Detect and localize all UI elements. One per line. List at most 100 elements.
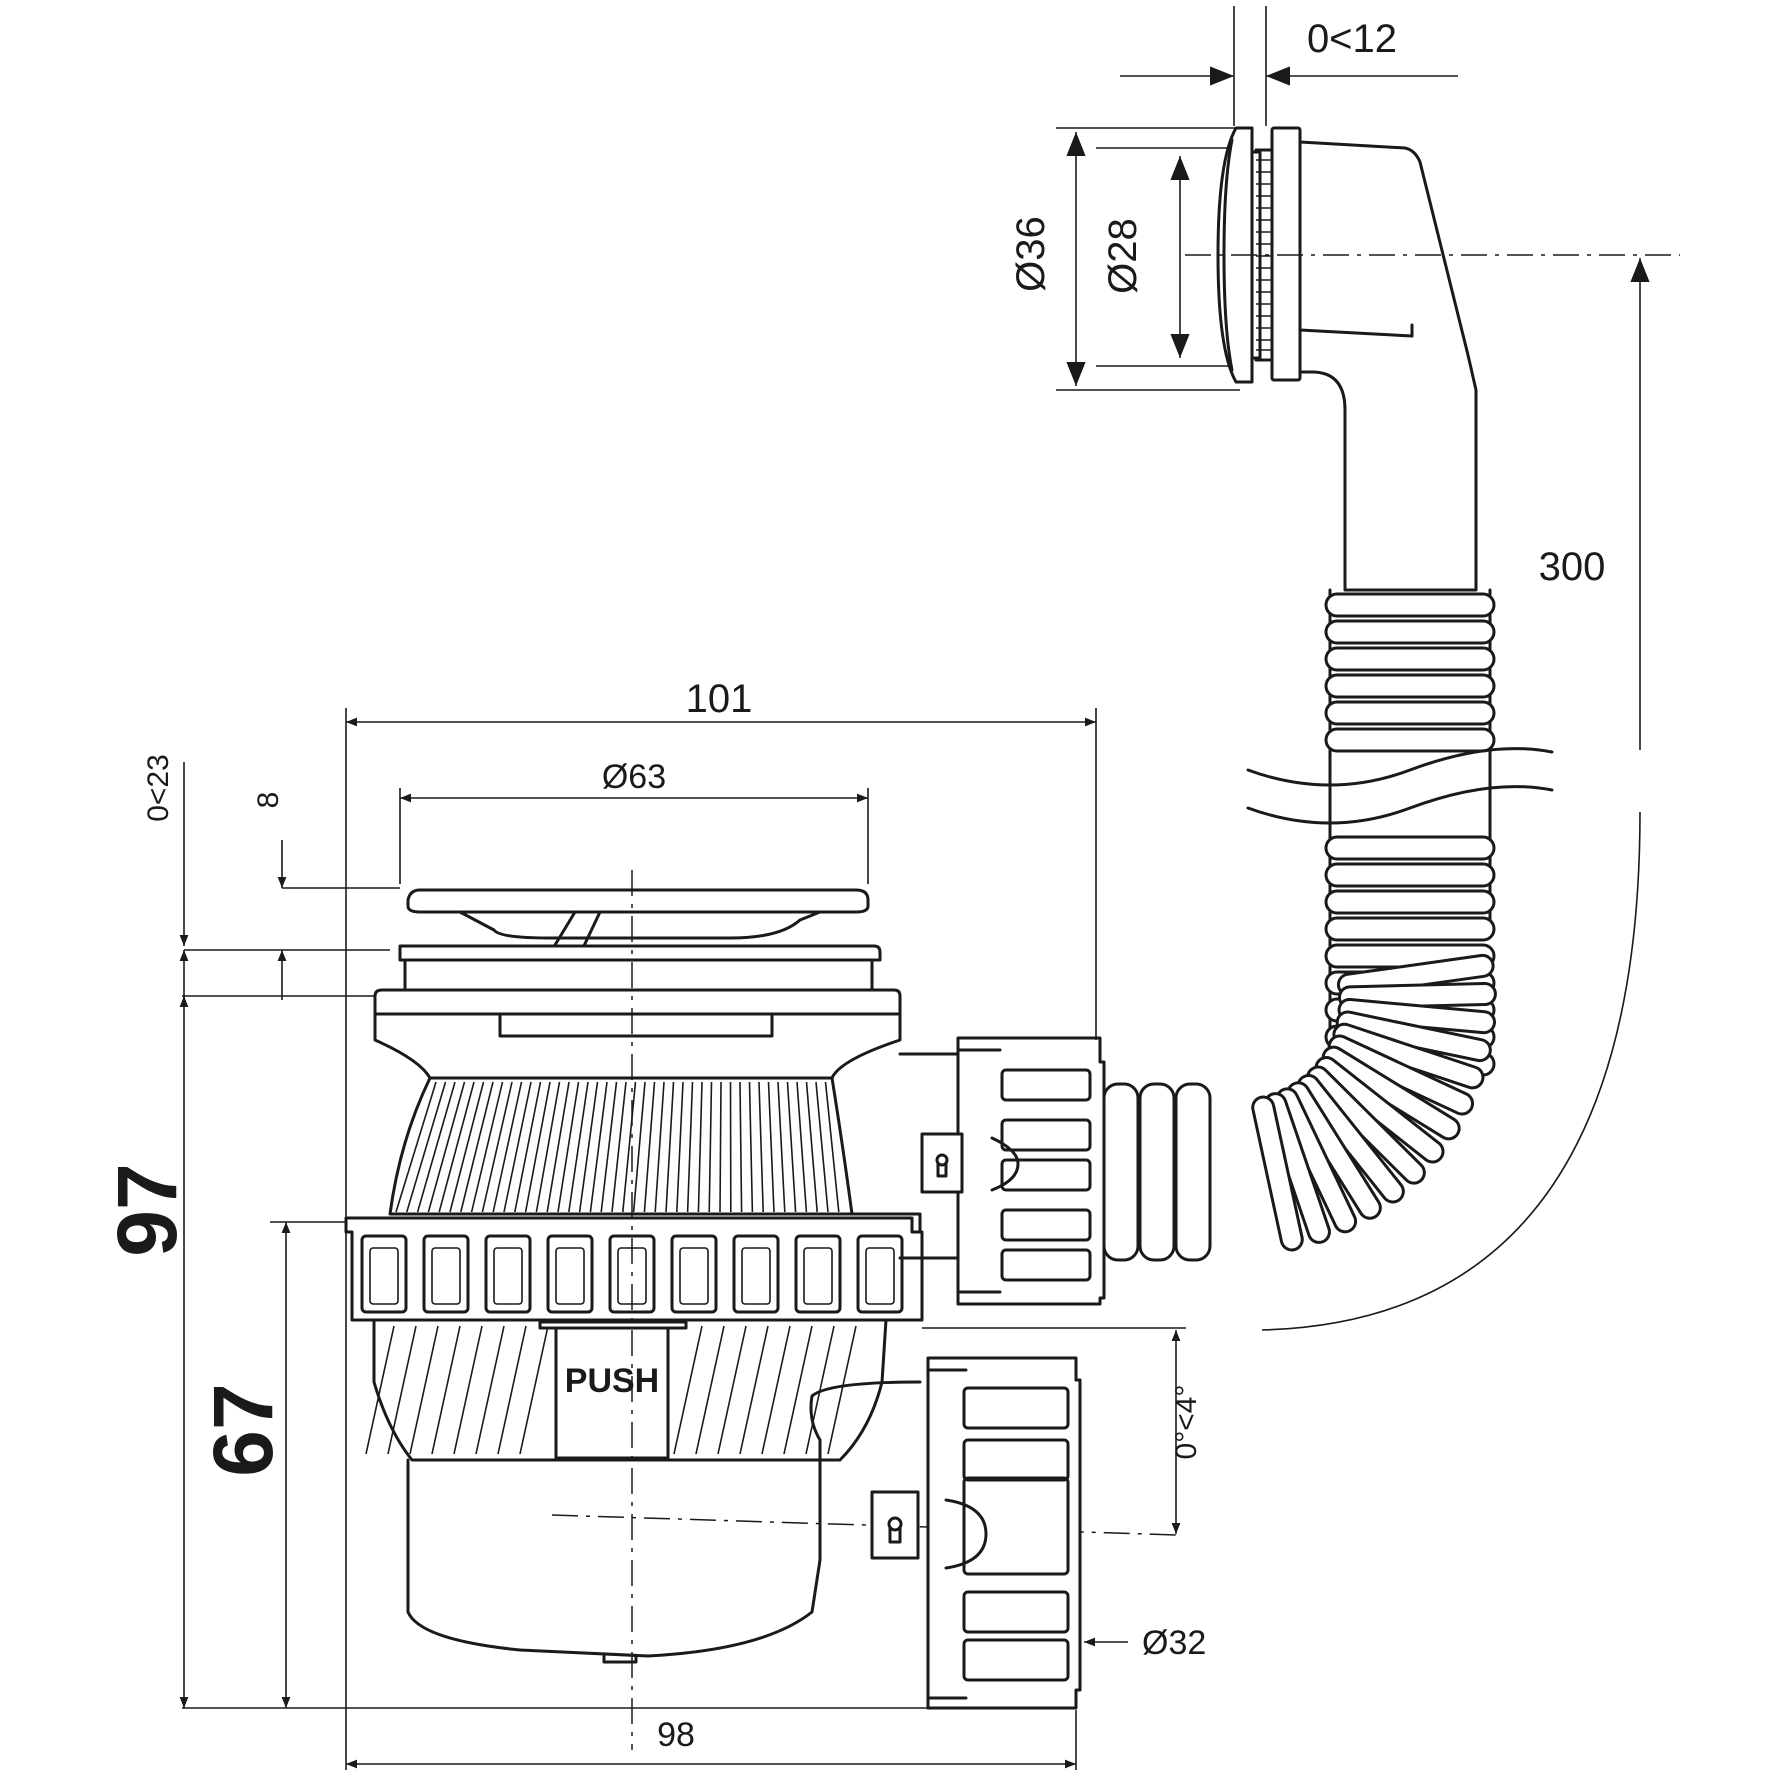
lower-rib (453, 1325, 483, 1455)
side-nut-slot (1000, 1208, 1092, 1242)
hose-rib-fill (1330, 1037, 1472, 1113)
nut-slot-inner (431, 1247, 461, 1305)
bowl-rib (632, 1081, 646, 1213)
bowl-rib (460, 1081, 494, 1213)
bowl-rib (719, 1081, 722, 1213)
dim-overflow-outer-diameter: Ø36 (1009, 216, 1053, 292)
hose-rib (1324, 835, 1496, 861)
bowl-rib (786, 1081, 797, 1213)
lower-rib (387, 1325, 417, 1455)
lower-rib (739, 1325, 769, 1455)
hose-rib-fill (1289, 1084, 1379, 1217)
lower-rib (409, 1325, 439, 1455)
lower-rib (717, 1325, 747, 1455)
bowl-rib (805, 1081, 818, 1213)
waste-body: PUSH (344, 870, 1177, 1750)
nut-slot (732, 1234, 780, 1314)
nut-slot (360, 1234, 408, 1314)
bowl-rib (611, 1081, 627, 1213)
outlet-nut-slots (962, 1386, 1070, 1682)
nut-slot (856, 1234, 904, 1314)
nut-slot-inner (555, 1247, 585, 1305)
bowl-rib (824, 1081, 840, 1213)
bowl-rib (589, 1081, 608, 1213)
outlet-nut-slot (962, 1386, 1070, 1430)
hose-rib-fill (1254, 1098, 1301, 1249)
bowl-rib (578, 1081, 599, 1213)
bowl-rib (665, 1081, 675, 1213)
dim-plug-thickness: 8 (252, 792, 285, 809)
nut-slots (360, 1234, 904, 1314)
outlet-nut-slot (962, 1476, 1070, 1576)
outlet-centre-line (551, 1514, 1177, 1536)
hose-rib (1324, 916, 1496, 942)
bowl-rib (546, 1081, 570, 1213)
lower-rib (365, 1325, 395, 1455)
bowl-rib (600, 1081, 618, 1213)
push-button[interactable] (554, 1318, 670, 1460)
bowl-rib (568, 1081, 589, 1213)
hose-rib (1324, 727, 1496, 753)
hose-rib-fill (1338, 1013, 1489, 1060)
hose-rib-fill (1317, 1059, 1442, 1161)
bowl-rib (557, 1081, 580, 1213)
plug-cap (406, 888, 870, 914)
nut-slot-inner (741, 1247, 771, 1305)
lower-rib (497, 1325, 527, 1455)
bowl-rib (481, 1081, 513, 1213)
side-nut-slot (1000, 1248, 1092, 1282)
hose-rib (1324, 889, 1496, 915)
bowl-rib (815, 1081, 829, 1213)
bowl-rib (503, 1081, 532, 1213)
bowl-rib (686, 1081, 694, 1213)
bowl-rib (758, 1081, 764, 1213)
nut-slot (546, 1234, 594, 1314)
hose-rib (1324, 619, 1496, 645)
dim-hose-length: 300 (1539, 545, 1606, 589)
lower-ribs (365, 1325, 857, 1455)
lower-rib (475, 1325, 505, 1455)
side-nut-slots (1000, 1068, 1092, 1282)
dim-outlet-angle: 0°<4° (1170, 1385, 1203, 1460)
dimension-lines: 101 Ø63 0<23 8 97 67 0°<4° Ø32 (100, 6, 1650, 1770)
hose-rib (1324, 646, 1496, 672)
nut-slot-inner (369, 1247, 399, 1305)
flexible-hose (1246, 588, 1641, 1331)
nut-slot (794, 1234, 842, 1314)
outlet-nut-slot (962, 1638, 1070, 1682)
side-nut-slot (1000, 1118, 1092, 1152)
bowl-rib (676, 1081, 684, 1213)
bowl-rib (748, 1081, 754, 1213)
hose-rib-fill (1339, 956, 1492, 994)
overflow-connection-nut (898, 1036, 1212, 1306)
nut-slot (608, 1234, 656, 1314)
bowl-rib (406, 1081, 447, 1213)
nut-slot-inner (493, 1247, 523, 1305)
dim-overflow-inner-diameter: Ø28 (1101, 218, 1145, 294)
dim-98: 98 (657, 1716, 695, 1754)
dim-body-height: 67 (196, 1383, 290, 1476)
bowl-rib (449, 1081, 485, 1213)
bowl-rib (622, 1081, 637, 1213)
hose-rib-fill (1335, 1025, 1482, 1087)
outlet-nut (870, 1356, 1082, 1710)
nut-slot (484, 1234, 532, 1314)
side-nut-slot (1000, 1158, 1092, 1192)
nut-slot-inner (679, 1247, 709, 1305)
hose-rib (1324, 592, 1496, 618)
nut-slot-inner (803, 1247, 833, 1305)
hose-rib-fill (1266, 1095, 1328, 1241)
hose-rib-fill (1309, 1068, 1423, 1182)
hose-rib-fill (1340, 1000, 1493, 1032)
bowl-rib (524, 1081, 551, 1213)
bowl-rib (697, 1081, 703, 1213)
bowl-rib (708, 1081, 713, 1213)
bowl-rib (395, 1081, 437, 1213)
dim-total-height: 97 (100, 1163, 194, 1256)
outlet-nut-slot (962, 1438, 1070, 1482)
lower-rib (783, 1325, 813, 1455)
bowl-rib (767, 1081, 775, 1213)
hose-rib-fill (1299, 1076, 1402, 1201)
lower-rib (431, 1325, 461, 1455)
